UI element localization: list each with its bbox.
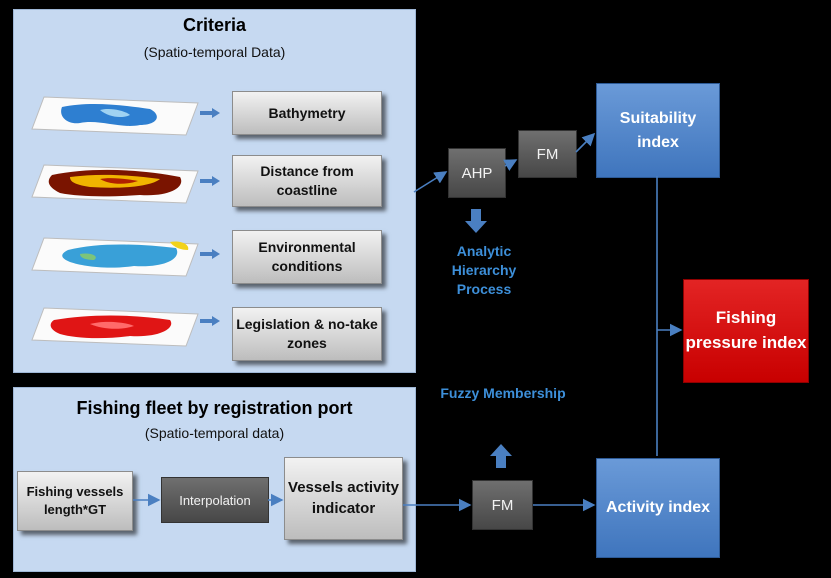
- arrow-right-icon: [200, 316, 220, 326]
- ahp-box: AHP: [448, 148, 506, 198]
- arrow-right-icon: [200, 176, 220, 186]
- interpolation-box: Interpolation: [161, 477, 269, 523]
- suitability-index-box: Suitability index: [596, 83, 720, 178]
- criterion-box-environment: Environmental conditions: [232, 230, 382, 284]
- distance-map-thumbnail: [31, 164, 199, 204]
- fm-bottom-box: FM: [472, 480, 533, 530]
- arrow-right-icon: [200, 249, 220, 259]
- fishing-pressure-index-box: Fishing pressure index: [683, 279, 809, 383]
- arrow-right-icon: [200, 108, 220, 118]
- fm-top-box: FM: [518, 130, 577, 178]
- fleet-subtitle: (Spatio-temporal data): [144, 425, 285, 441]
- fleet-title: Fishing fleet by registration port: [76, 398, 353, 418]
- fm-note: Fuzzy Membership: [440, 385, 566, 401]
- criteria-title: Criteria: [182, 15, 247, 35]
- vessels-activity-indicator-box: Vessels activity indicator: [284, 457, 403, 540]
- environment-map-thumbnail: [31, 237, 199, 277]
- ahp-note: Analytic Hierarchy Process: [451, 243, 517, 297]
- activity-index-box: Activity index: [596, 458, 720, 558]
- up-arrow-icon: [490, 444, 512, 468]
- legislation-map-thumbnail: [31, 307, 199, 347]
- criterion-box-legislation: Legislation & no-take zones: [232, 307, 382, 361]
- criterion-box-bathymetry: Bathymetry: [232, 91, 382, 135]
- criterion-box-distance: Distance from coastline: [232, 155, 382, 207]
- bathymetry-map-thumbnail: [31, 96, 199, 136]
- criteria-subtitle: (Spatio-temporal Data): [143, 44, 286, 60]
- fishing-vessels-box: Fishing vessels length*GT: [17, 471, 133, 531]
- down-arrow-icon: [465, 209, 487, 233]
